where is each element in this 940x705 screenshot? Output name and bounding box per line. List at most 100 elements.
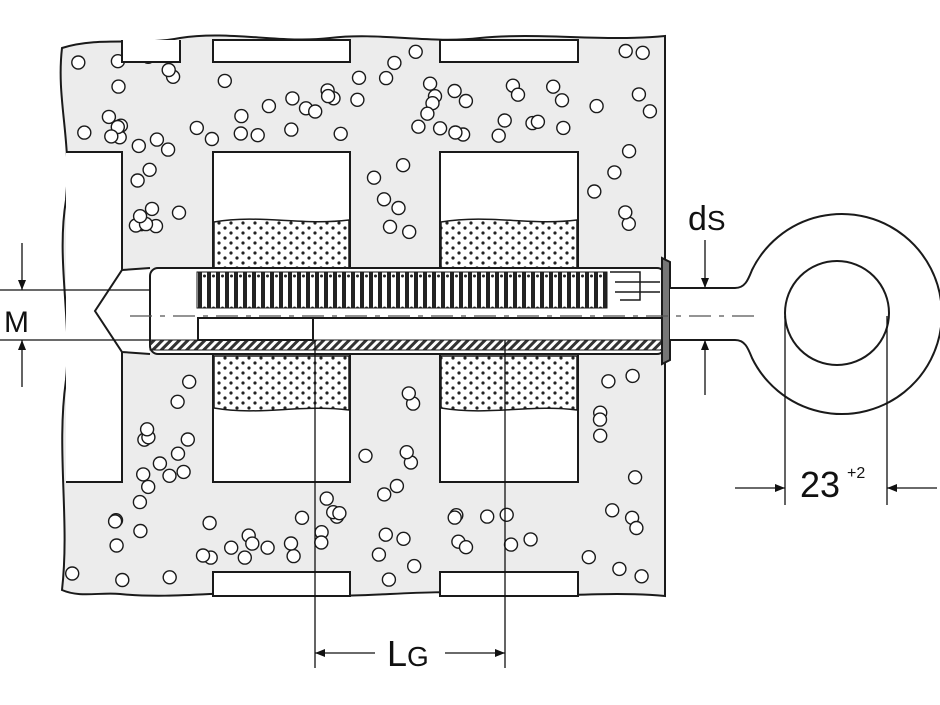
aggregate-dot [71,55,86,70]
aggregate-dot [399,445,414,460]
aggregate-dot [161,62,176,78]
aggregate-dot [233,126,249,141]
aggregate-dot [378,527,393,542]
dimension-eye [735,316,937,505]
dimension-m [0,243,150,387]
aggregate-dot [308,104,323,119]
aggregate-dot [135,467,151,482]
aggregate-dot [642,104,658,119]
aggregate-dot [635,45,650,60]
aggregate-dot [402,224,417,240]
aggregate-dot [634,569,649,584]
aggregate-dot [618,205,633,220]
aggregate-dot [371,547,387,562]
aggregate-dot [223,540,239,555]
label-ds: dS [688,200,726,238]
aggregate-dot [593,428,608,443]
label-eye-tol: +2 [847,465,865,482]
aggregate-dot [554,93,570,108]
aggregate-dot [332,506,347,521]
aggregate-dot [621,143,637,159]
aggregate-dot [422,76,438,91]
aggregate-dot [314,535,329,550]
aggregate-dot [377,487,392,502]
aggregate-dot [411,119,426,134]
aggregate-dot [139,422,155,437]
aggregate-dot [115,572,130,588]
aggregate-dot [618,43,633,59]
aggregate-dot [320,88,336,104]
aggregate-dot [382,219,398,235]
aggregate-dot [381,572,397,587]
aggregate-dot [77,125,92,140]
aggregate-dot [162,570,177,585]
aggregate-dot [171,205,187,220]
aggregate-dot [149,132,165,147]
aggregate-dot [401,386,416,401]
aggregate-dot [189,120,205,136]
aggregate-dot [631,87,647,102]
aggregate-dot [132,494,148,510]
aggregate-dot [491,128,506,143]
aggregate-dot [366,170,382,185]
aggregate-dot [556,120,571,136]
aggregate-dot [447,83,462,99]
aggregate-dot [497,113,512,128]
aggregate-dot [142,162,157,178]
aggregate-dot [250,127,265,143]
aggregate-dot [133,523,148,539]
aggregate-dot [396,531,411,546]
aggregate-dot [130,173,145,188]
aggregate-dot [629,520,644,536]
aggregate-dot [132,208,148,224]
aggregate-dot [358,448,373,463]
aggregate-dot [627,470,643,485]
label-eye-dim: 23 [800,464,840,505]
label-m: M [4,306,29,339]
label-lg: LG [387,633,429,674]
aggregate-dot [101,109,117,125]
aggregate-dot [389,478,405,494]
aggregate-dot [420,106,435,121]
aggregate-dot [245,536,260,551]
aggregate-dot [152,456,168,471]
aggregate-dot [234,108,249,124]
aggregate-dot [458,540,474,555]
aggregate-dot [202,515,217,531]
aggregate-dot [432,121,448,136]
aggregate-dot [350,92,365,108]
aggregate-dot [581,550,596,565]
aggregate-dot [601,374,616,389]
aggregate-dot [283,536,299,551]
aggregate-dot [111,79,126,94]
aggregate-dot [294,510,310,525]
aggregate-dot [140,479,156,495]
aggregate-dot [376,192,392,207]
aggregate-dot [378,70,394,86]
aggregate-dot [612,561,627,577]
aggregate-dot [284,122,299,137]
aggregate-dot [217,73,233,89]
aggregate-dot [160,142,176,157]
aggregate-dot [170,446,186,461]
aggregate-dot [181,374,197,389]
aggregate-dot [395,157,411,173]
aggregate-dot [204,131,220,147]
aggregate-dot [104,129,119,144]
aggregate-dot [170,394,185,409]
aggregate-dot [408,44,423,59]
aggregate-dot [605,503,620,518]
aggregate-dot [589,98,604,114]
aggregate-dot [587,184,602,199]
aggregate-dot [407,558,422,574]
aggregate-dot [391,200,406,216]
aggregate-dot [447,510,462,525]
aggregate-dots [64,43,658,588]
aggregate-dot [480,509,495,524]
aggregate-dot [546,79,561,94]
aggregate-dot [261,98,277,114]
aggregate-dot [285,91,300,106]
aggregate-dot [180,432,196,447]
